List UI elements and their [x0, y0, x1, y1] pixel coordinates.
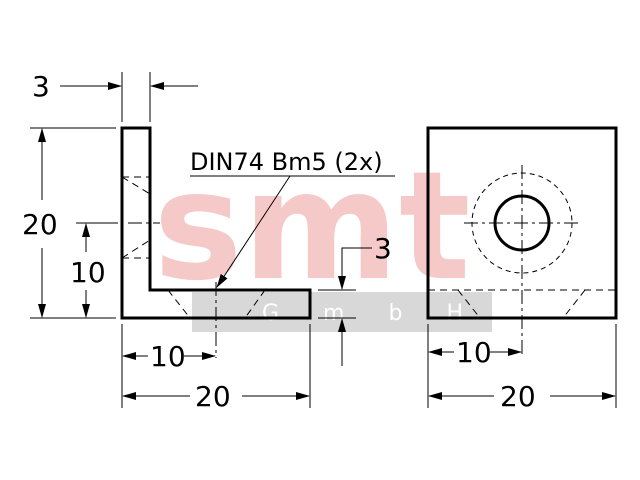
front-hidden-line	[562, 289, 586, 319]
side-hidden-line	[167, 289, 191, 319]
side-view-outline	[120, 126, 312, 320]
dim-base-thickness-arrow-down	[338, 247, 372, 290]
dimension-texts: 3 20 10 3 10 20 10 20 DIN74 Bm5 (2x)	[22, 70, 536, 413]
dim-side-offset-label: 10	[150, 340, 186, 373]
side-hidden-line	[121, 239, 151, 259]
dim-side-width-label: 20	[195, 380, 231, 413]
watermark-smt-text: smt	[153, 140, 470, 314]
dim-side-height-label: 20	[22, 208, 58, 241]
side-view	[120, 126, 312, 358]
front-view	[426, 126, 618, 358]
dimension-lines	[38, 82, 616, 400]
dim-hole-height-label: 10	[70, 256, 106, 289]
callout-label: DIN74 Bm5 (2x)	[190, 148, 383, 176]
side-hidden-line	[121, 176, 151, 195]
watermark-gmbh-text: GmbH	[262, 301, 507, 326]
dim-wall-thickness-label: 3	[32, 70, 50, 103]
dim-front-width-label: 20	[500, 380, 536, 413]
watermark-logo: smt GmbH	[153, 140, 507, 332]
callout-leader	[216, 175, 291, 288]
dim-base-thickness-label: 3	[374, 232, 392, 265]
side-hidden-line	[244, 289, 266, 319]
front-hidden-line	[457, 289, 481, 319]
dim-front-offset-label: 10	[456, 336, 492, 369]
